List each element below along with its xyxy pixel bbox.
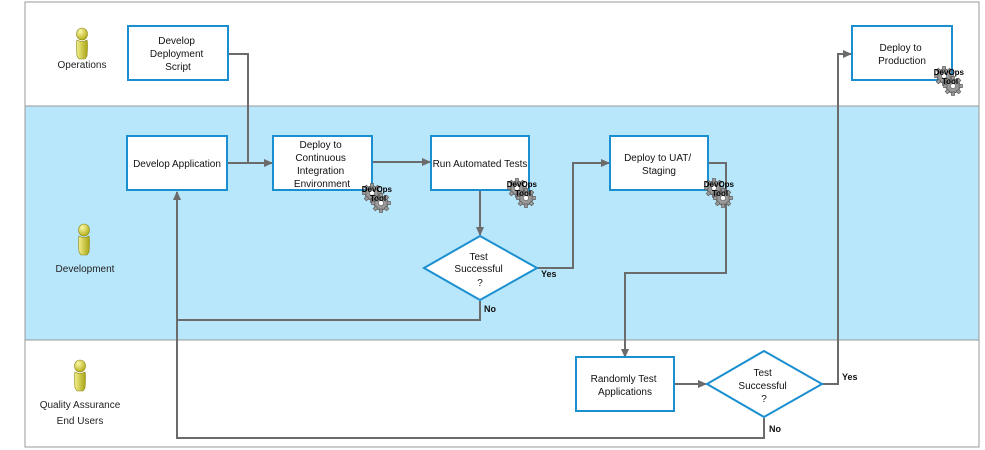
connectors xyxy=(173,50,852,439)
node-label: Deploy to Continuous Integration Environ… xyxy=(294,140,350,190)
edge-label-dev-no: No xyxy=(484,304,496,314)
svg-text:DevOps Tool: DevOps Tool xyxy=(934,68,966,86)
node-deploy-uat[interactable]: Deploy to UAT/ Staging xyxy=(609,135,709,191)
devops-tool-badge-uat: DevOps Tool xyxy=(704,178,736,208)
decision-dev-test-successful[interactable]: Test Successful ? xyxy=(421,234,540,302)
edge-label-dev-yes: Yes xyxy=(541,269,557,279)
edge-label-qa-yes: Yes xyxy=(842,372,858,382)
node-randomly-test-applications[interactable]: Randomly Test Applications xyxy=(575,356,675,412)
edge-decision-no-to-app xyxy=(173,191,481,321)
decision-label: Test Successful ? xyxy=(738,368,789,405)
devops-tool-badge-tests: DevOps Tool xyxy=(507,178,539,208)
node-deploy-production[interactable]: Deploy to Production xyxy=(851,25,953,81)
node-label: Develop Application xyxy=(133,159,221,170)
devops-tool-badge-ci: DevOps Tool xyxy=(362,183,394,213)
node-label: Run Automated Tests xyxy=(433,159,528,170)
node-label: Deploy to Production xyxy=(878,43,926,67)
node-develop-deployment-script[interactable]: Develop Deployment Script xyxy=(127,25,229,81)
edge-qa-no-to-app xyxy=(176,320,765,439)
lane-label-development: Development xyxy=(56,264,115,275)
devops-tool-badge-production: DevOps Tool xyxy=(934,66,966,96)
lane-label-operations: Operations xyxy=(58,60,107,71)
lane-label-qa-line1: Quality Assurance xyxy=(40,400,121,411)
person-icon xyxy=(74,359,86,392)
lane-quality-assurance xyxy=(24,339,980,448)
node-label: Develop Deployment Script xyxy=(150,36,206,73)
svg-text:DevOps Tool: DevOps Tool xyxy=(507,180,539,198)
edge-decision-yes-to-uat xyxy=(537,159,610,269)
svg-text:DevOps Tool: DevOps Tool xyxy=(704,180,736,198)
decision-qa-test-successful[interactable]: Test Successful ? xyxy=(705,349,825,419)
node-label: Randomly Test Applications xyxy=(591,374,660,398)
person-icon xyxy=(76,27,88,60)
node-label: Deploy to UAT/ Staging xyxy=(624,153,694,177)
edge-uat-to-random-test xyxy=(621,162,727,358)
lane-label-qa-line2: End Users xyxy=(57,416,104,427)
edge-label-qa-no: No xyxy=(769,424,781,434)
person-icon xyxy=(78,223,90,256)
edge-qa-yes-to-production xyxy=(822,50,852,385)
node-develop-application[interactable]: Develop Application xyxy=(126,135,228,191)
node-deploy-ci[interactable]: Deploy to Continuous Integration Environ… xyxy=(272,135,373,191)
svg-text:DevOps Tool: DevOps Tool xyxy=(362,185,394,203)
decision-label: Test Successful ? xyxy=(454,252,505,289)
